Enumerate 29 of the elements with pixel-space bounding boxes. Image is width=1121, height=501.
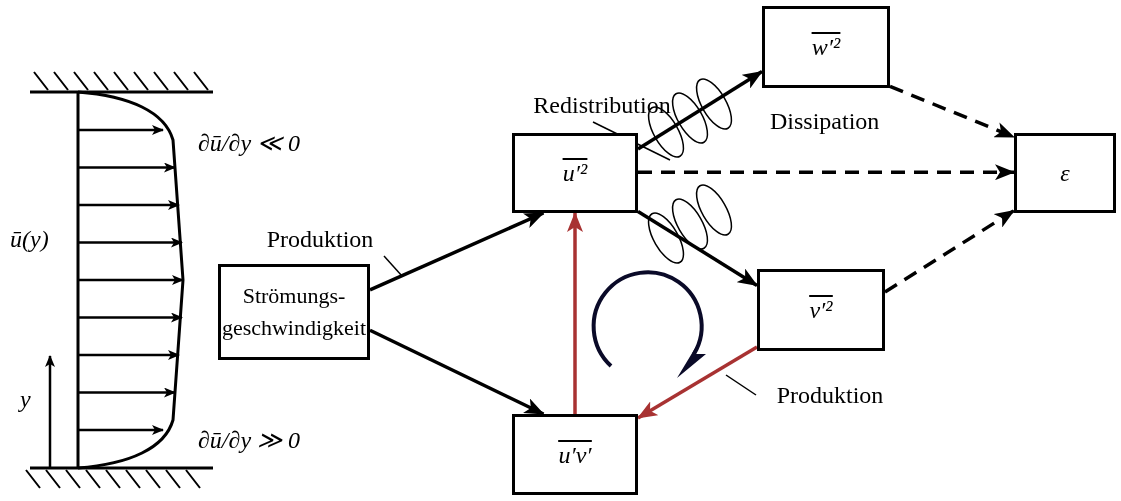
arrow [637, 70, 763, 151]
arrow [567, 212, 583, 414]
node-text: Strömungs- geschwindigkeit [221, 282, 367, 342]
quantity-box [757, 269, 885, 351]
arrow [637, 345, 758, 420]
quantity-box [762, 6, 890, 88]
arrow [884, 209, 1015, 294]
quantity-box [1014, 133, 1116, 213]
quantity-box [512, 133, 638, 213]
arrow [369, 211, 545, 292]
process-label: Produktion [256, 222, 384, 256]
process-box [218, 264, 370, 360]
arrow [889, 84, 1015, 139]
axis-label: ū(y) [10, 226, 49, 253]
process-label: Redistribution [512, 88, 692, 122]
quantity-box [512, 414, 638, 495]
node-text: ε [1060, 159, 1070, 188]
node-text: u′v′ [558, 440, 592, 470]
gradient-label: ∂ū/∂y ≪ 0 [198, 129, 301, 157]
node-text: w′² [811, 33, 841, 62]
arrow [369, 328, 545, 416]
node-text: u′² [562, 159, 588, 188]
process-label: Produktion [756, 378, 904, 412]
gradient-label: ∂ū/∂y ≫ 0 [198, 426, 301, 454]
leader-line [725, 374, 757, 396]
arrow [638, 164, 1015, 181]
node-text: v′² [809, 296, 833, 325]
leader-line [383, 255, 403, 277]
axis-label: y [20, 386, 31, 413]
